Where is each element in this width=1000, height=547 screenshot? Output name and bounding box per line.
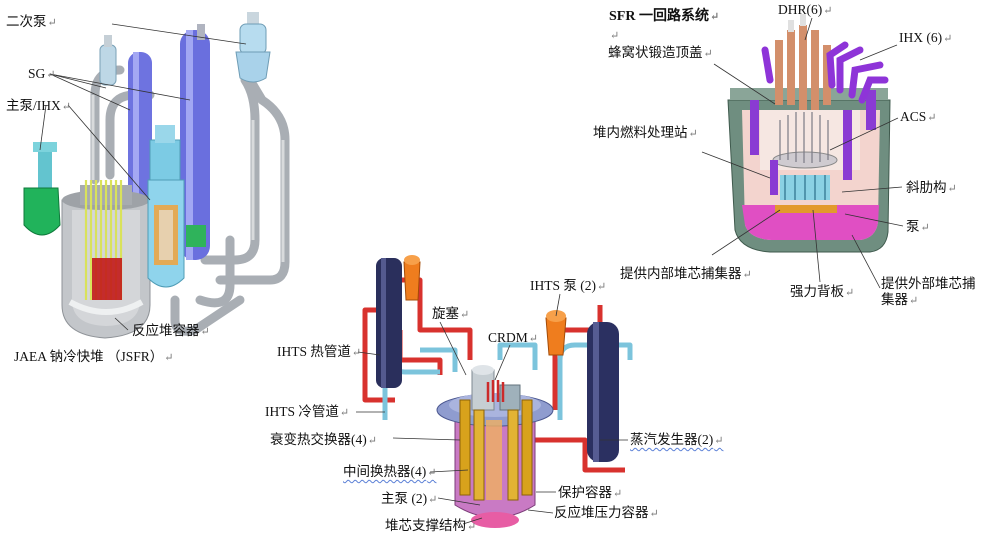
label-crdm: CRDM↵ (488, 330, 538, 345)
label-secondary-pump: 二次泵↵ (6, 14, 57, 29)
label-main-pump: 主泵 (2)↵ (381, 491, 438, 506)
jsfr-core (92, 258, 122, 300)
sfr-core-lattice (779, 112, 829, 163)
leader-lines (39, 17, 904, 525)
label-acs: ACS↵ (900, 109, 937, 124)
loop-reactor (436, 365, 554, 528)
label-reactor-pressure-vessel: 反应堆压力容器↵ (554, 505, 659, 520)
label-sfr-ihx: IHX (6)↵ (899, 30, 953, 45)
jsfr-small-pump (99, 35, 117, 86)
label-internal-core-catcher: 提供内部堆芯捕集器↵ (620, 266, 752, 281)
label-inclined-ribs: 斜肋构↵ (906, 180, 957, 195)
sfr-title: SFR 一回路系统↵ (609, 9, 720, 24)
label-ihts-cold-leg: IHTS 冷管道↵ (265, 404, 350, 419)
label-reactor-vessel: 反应堆容器↵ (132, 323, 210, 338)
label-dhr: DHR(6)↵ (778, 2, 833, 17)
jsfr-piping-highlight (91, 95, 285, 262)
label-pump: 泵↵ (906, 219, 930, 234)
label-intermediate-hx: 中间换热器(4)↵ (343, 464, 437, 479)
sfr-dhr (775, 14, 831, 110)
label-sg: SG↵ (28, 66, 56, 81)
sfr-strongback (775, 205, 837, 213)
loop-illustration (362, 255, 633, 528)
jsfr-caption: JAEA 钠冷快堆 （JSFR）↵ (14, 349, 174, 364)
sfr-empty-line: ↵ (610, 30, 620, 42)
label-steam-generator: 蒸汽发生器(2)↵ (630, 432, 724, 447)
label-strongback: 强力背板↵ (790, 284, 855, 299)
crdm-rods (486, 380, 505, 402)
label-ihts-pump: IHTS 泵 (2)↵ (530, 278, 607, 293)
label-core-support: 堆芯支撑结构↵ (385, 518, 477, 533)
loop-intermediate-hx (459, 399, 533, 501)
label-main-pump-ihx: 主泵/IHX↵ (6, 98, 71, 113)
label-guard-vessel: 保护容器↵ (558, 485, 623, 500)
jsfr-illustration (23, 12, 290, 339)
jsfr-main-pump (23, 142, 61, 236)
steam-generator-column (587, 322, 619, 462)
jsfr-secondary-pump (235, 12, 271, 83)
sfr-ihx-columns (750, 90, 876, 195)
ihts-pumps (403, 255, 567, 356)
label-decay-hx: 衰变热交换器(4)↵ (270, 432, 377, 447)
left-heat-exchanger-column (376, 258, 402, 388)
jsfr-ihx (147, 125, 206, 288)
jsfr-reactor-vessel (61, 180, 151, 339)
sfr-ihx-pipes (761, 41, 889, 104)
label-honeycomb-deck: 蜂窝状锻造顶盖↵ (608, 45, 713, 60)
hot-leg-pipes (362, 277, 625, 473)
jsfr-piping (90, 65, 290, 336)
label-fuel-handling: 堆内燃料处理站↵ (593, 125, 698, 140)
label-ihts-hot-leg: IHTS 热管道↵ (277, 344, 362, 359)
label-rotating-plug: 旋塞↵ (432, 306, 470, 321)
sfr-top-deck (730, 88, 888, 100)
label-external-core-catcher: 提供外部堆芯捕集器↵ (881, 276, 976, 307)
